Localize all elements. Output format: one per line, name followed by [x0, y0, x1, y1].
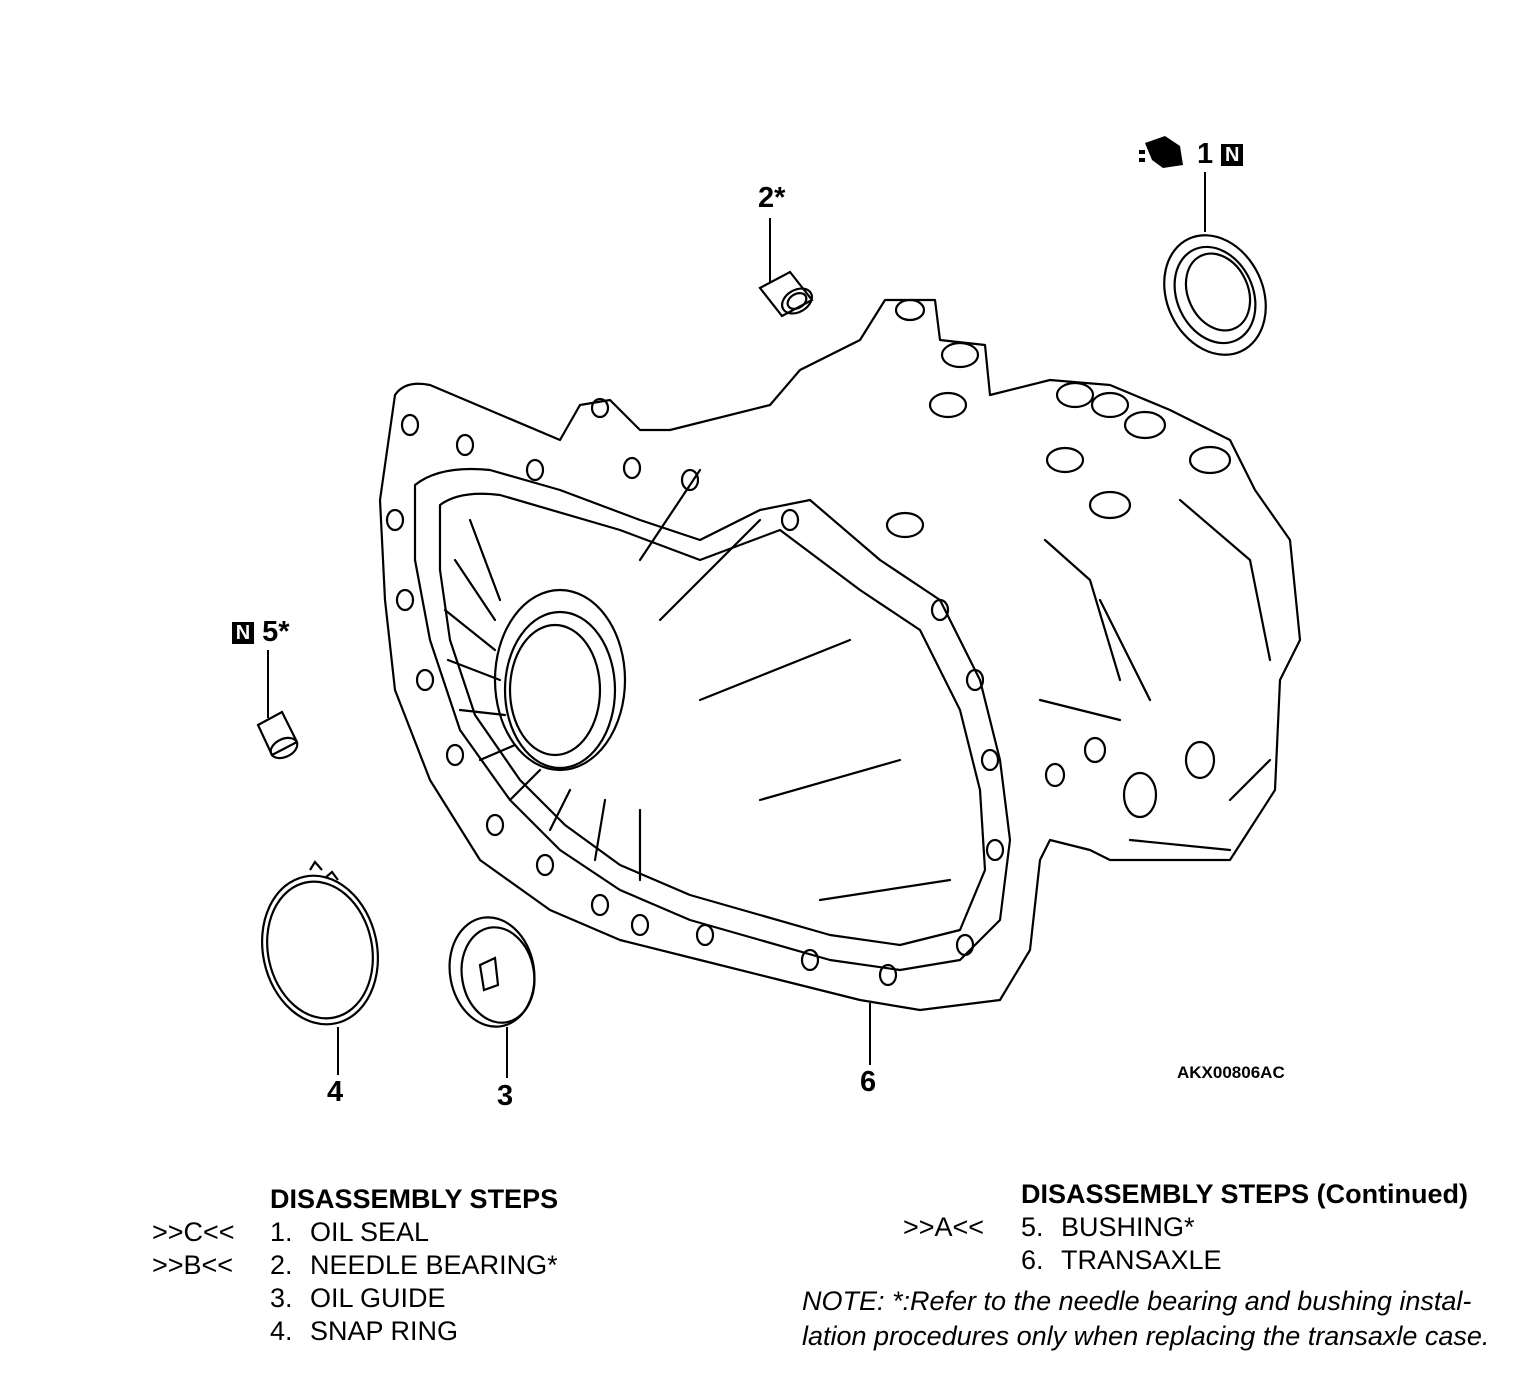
transaxle-case — [378, 298, 1302, 1012]
list-item: 4. SNAP RING — [152, 1315, 558, 1348]
callout-4-number: 4 — [327, 1076, 344, 1108]
callout-3: 3 — [497, 1082, 513, 1111]
step-label: SNAP RING — [310, 1316, 459, 1346]
list-item: 3. OIL GUIDE — [152, 1282, 558, 1315]
n-replace-badge-icon: N — [1221, 144, 1244, 167]
step-label: TRANSAXLE — [1061, 1245, 1222, 1275]
oil-seal-part — [1163, 234, 1267, 356]
note-line-1: NOTE: *:Refer to the needle bearing and … — [802, 1286, 1472, 1316]
step-label: NEEDLE BEARING* — [310, 1250, 558, 1280]
step-label: OIL GUIDE — [310, 1283, 446, 1313]
callout-4: 4 — [327, 1078, 343, 1107]
callout-5: N 5* — [232, 618, 289, 647]
step-number: 1. — [270, 1217, 293, 1247]
oil-guide-part — [448, 916, 536, 1028]
callout-2-number: 2* — [758, 182, 786, 214]
step-ref — [152, 1315, 270, 1348]
snap-ring-part — [261, 860, 379, 1026]
step-ref: >>C<< — [152, 1217, 235, 1247]
step-number: 5. — [1021, 1212, 1044, 1242]
list-item: 6. TRANSAXLE — [903, 1244, 1468, 1277]
step-label: BUSHING* — [1061, 1212, 1195, 1242]
steps-right-heading: DISASSEMBLY STEPS (Continued) — [1021, 1179, 1469, 1209]
disassembly-steps-right: DISASSEMBLY STEPS (Continued) >>A<< 5. B… — [903, 1178, 1468, 1277]
step-number: 2. — [270, 1250, 293, 1280]
callout-2: 2* — [758, 184, 785, 213]
step-ref: >>A<< — [903, 1212, 985, 1242]
step-ref: >>B<< — [152, 1250, 234, 1280]
step-number: 3. — [270, 1283, 293, 1313]
bushing-part — [256, 710, 299, 760]
callout-6-number: 6 — [860, 1066, 877, 1098]
callout-6: 6 — [860, 1068, 876, 1097]
callout-1: 1 N — [1197, 138, 1244, 170]
transaxle-exploded-diagram — [256, 136, 1302, 1078]
callout-5-number: 5* — [262, 616, 290, 648]
step-ref — [903, 1244, 1021, 1277]
callout-3-number: 3 — [497, 1080, 514, 1112]
figure-code: AKX00806AC — [1177, 1063, 1285, 1082]
steps-left-heading: DISASSEMBLY STEPS — [270, 1184, 559, 1214]
step-label: OIL SEAL — [310, 1217, 430, 1247]
list-item: >>A<< 5. BUSHING* — [903, 1211, 1468, 1244]
callout-1-number: 1 — [1197, 138, 1214, 170]
list-item: >>B<< 2. NEEDLE BEARING* — [152, 1249, 558, 1282]
list-item: >>C<< 1. OIL SEAL — [152, 1216, 558, 1249]
n-replace-badge-icon: N — [232, 622, 254, 645]
step-number: 6. — [1021, 1245, 1044, 1275]
note-text: NOTE: *:Refer to the needle bearing and … — [802, 1284, 1522, 1354]
disassembly-steps-left: DISASSEMBLY STEPS >>C<< 1. OIL SEAL >>B<… — [152, 1183, 558, 1348]
step-number: 4. — [270, 1316, 293, 1346]
step-ref — [152, 1282, 270, 1315]
grease-can-icon — [1139, 136, 1183, 168]
note-line-2: lation procedures only when replacing th… — [802, 1321, 1490, 1351]
needle-bearing-part — [758, 270, 814, 318]
